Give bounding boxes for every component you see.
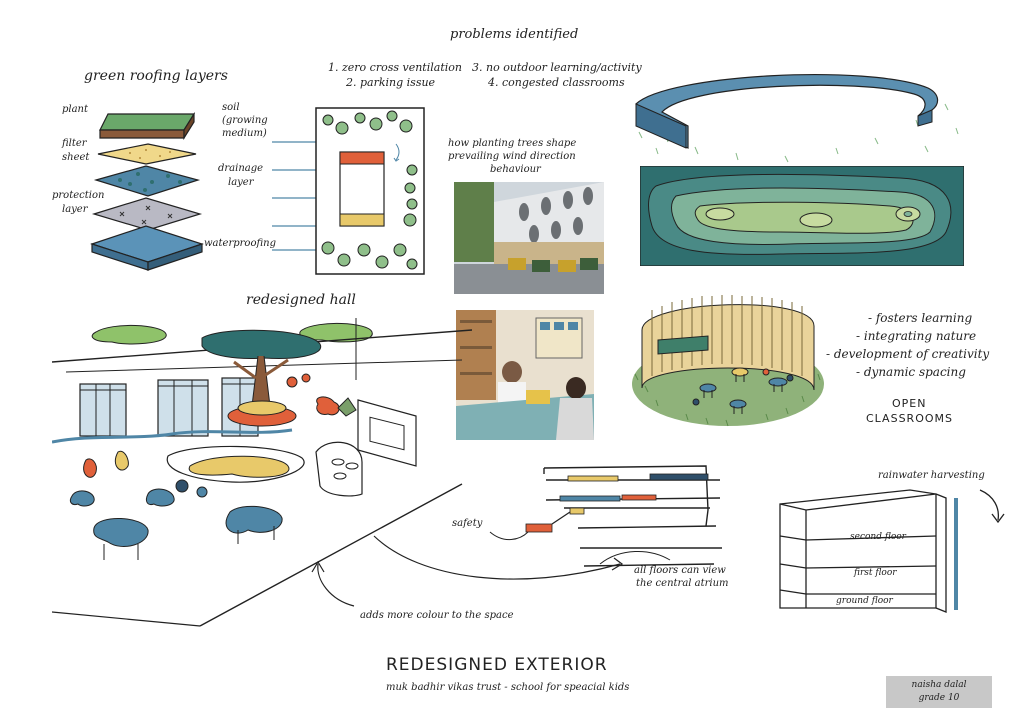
problem-item-4: 4. congested classrooms — [488, 76, 625, 89]
author-name: naisha dalal — [911, 680, 967, 690]
atrium-label-2: the central atrium — [636, 578, 729, 589]
label-drainage-2: layer — [228, 177, 254, 188]
benefit-1: - fosters learning — [868, 311, 973, 325]
label-soil: soil — [222, 102, 240, 113]
floor-label-second: second floor — [850, 532, 906, 542]
rainwater-building-sketch — [770, 476, 1020, 620]
author-box: naisha dalal grade 10 — [886, 676, 992, 708]
section-diagram — [470, 464, 760, 598]
atrium-label-1: all floors can view — [634, 565, 726, 576]
open-classroom-sketch — [628, 280, 828, 434]
label-filter-2: sheet — [62, 152, 90, 163]
problem-item-3: 3. no outdoor learning/activity — [472, 61, 642, 74]
colour-label: adds more colour to the space — [360, 610, 514, 621]
problems-title: problems identified — [450, 27, 579, 42]
benefit-3: - development of creativity — [826, 347, 990, 361]
problem-item-2: 2. parking issue — [346, 76, 436, 89]
safety-label: safety — [452, 518, 483, 529]
redesigned-hall-sketch — [51, 316, 473, 640]
site-plan-diagram — [272, 100, 432, 284]
open-classrooms-label-2: CLASSROOMS — [866, 412, 953, 425]
author-grade: grade 10 — [918, 693, 960, 703]
label-protection: protection — [52, 190, 105, 201]
label-drainage: drainage — [218, 163, 264, 174]
roof-plan-topo — [639, 165, 965, 270]
floor-label-first: first floor — [854, 568, 897, 578]
footer-subtitle: muk badhir vikas trust - school for spea… — [386, 682, 630, 693]
arrows-overlay — [300, 500, 650, 624]
curved-roof-sketch — [628, 64, 973, 178]
label-soil-3: medium) — [222, 128, 267, 139]
wind-caption-line-2: prevailing wind direction — [448, 151, 576, 162]
label-plant: plant — [62, 104, 89, 115]
building-photo — [454, 182, 604, 294]
hall-title: redesigned hall — [246, 292, 356, 308]
rainwater-title: rainwater harvesting — [878, 470, 985, 481]
problem-item-1: 1. zero cross ventilation — [328, 61, 462, 74]
benefit-2: - integrating nature — [856, 329, 977, 343]
label-filter: filter — [62, 138, 87, 149]
label-soil-2: (growing — [222, 115, 268, 126]
green-roof-title: green roofing layers — [84, 68, 228, 84]
green-roof-layers-diagram — [90, 100, 210, 284]
floor-label-ground: ground floor — [836, 596, 893, 606]
label-protection-2: layer — [62, 204, 88, 215]
benefit-4: - dynamic spacing — [856, 365, 966, 379]
footer-title: REDESIGNED EXTERIOR — [386, 655, 608, 675]
label-waterproofing: waterproofing — [204, 238, 276, 249]
wind-caption-line-1: how planting trees shape — [448, 138, 577, 149]
wind-caption-line-3: behaviour — [490, 164, 541, 175]
open-classrooms-label-1: OPEN — [892, 397, 927, 410]
office-photo — [456, 310, 594, 440]
